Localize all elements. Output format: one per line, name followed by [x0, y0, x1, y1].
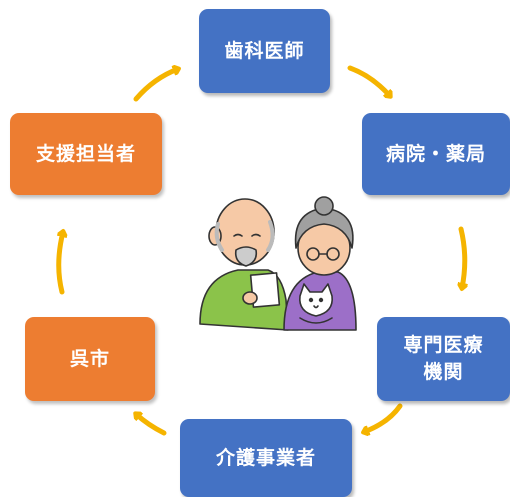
dentist-node: 歯科医師 — [199, 9, 330, 93]
support-staff-node: 支援担当者 — [10, 113, 162, 195]
cycle-arrow-hospital-to-specialist — [461, 226, 465, 288]
specialist-medical-institution-node: 専門医療 機関 — [377, 317, 510, 401]
cycle-arrow-care-to-city — [136, 414, 167, 436]
kure-city-node: 呉市 — [25, 317, 155, 401]
cycle-arrow-dentist-to-hospital — [347, 65, 390, 96]
elderly-couple-illustration — [199, 196, 357, 331]
cycle-arrow-city-to-support — [56, 232, 63, 295]
cycle-arrow-specialist-to-care — [364, 403, 403, 432]
care-provider-node: 介護事業者 — [180, 419, 352, 497]
hospital-pharmacy-node: 病院・薬局 — [362, 113, 510, 195]
cycle-arrow-support-to-dentist — [133, 69, 178, 102]
